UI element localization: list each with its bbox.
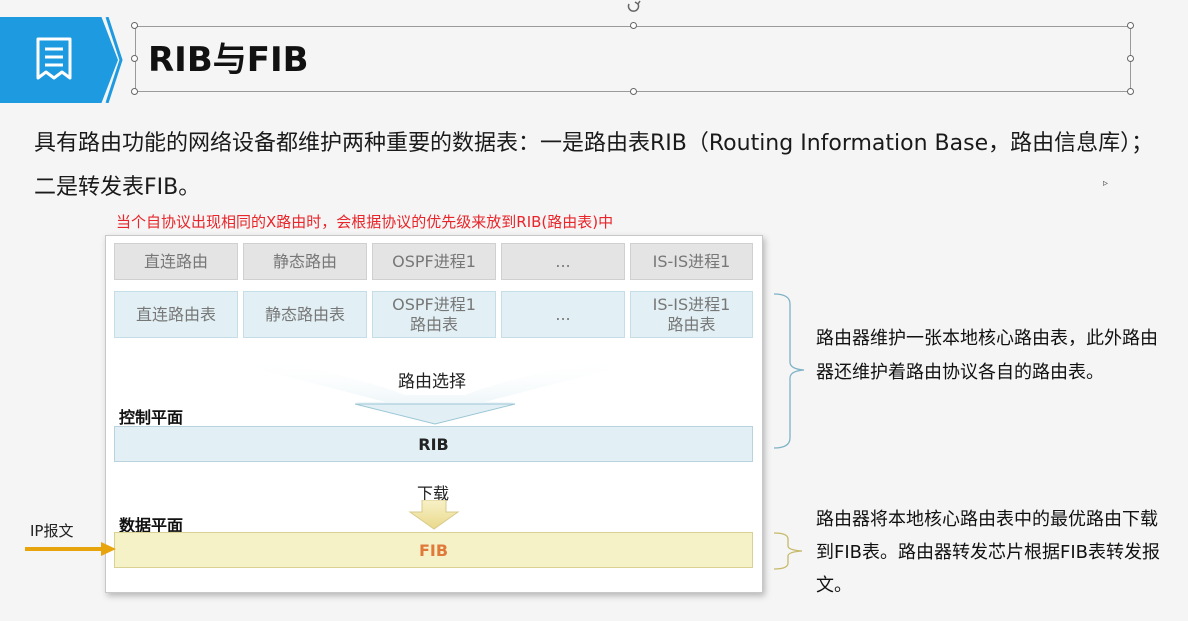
fib-table: FIB (114, 532, 753, 568)
arrow-right-icon (25, 542, 116, 556)
resize-handle[interactable] (1127, 22, 1134, 29)
route-select-label: 路由选择 (398, 372, 466, 392)
table-static: 静态路由表 (243, 291, 367, 338)
chevron-divider-icon (105, 17, 123, 103)
protocol-static: 静态路由 (243, 243, 367, 280)
resize-handle[interactable] (131, 88, 138, 95)
table-ospf: OSPF进程1 路由表 (372, 291, 496, 338)
page-title: RIB与FIB (148, 40, 309, 80)
resize-handle[interactable] (131, 55, 138, 62)
download-label: 下载 (417, 484, 450, 503)
control-plane-label: 控制平面 (119, 408, 184, 427)
mouse-cursor-icon: ▹ (1103, 178, 1109, 189)
resize-handle[interactable] (1127, 55, 1134, 62)
protocol-ospf: OSPF进程1 (372, 243, 496, 280)
route-select-arrow-icon (260, 358, 610, 425)
protocol-direct: 直连路由 (114, 243, 238, 280)
resize-handle[interactable] (1127, 88, 1134, 95)
document-icon (36, 37, 72, 80)
arrow-down-icon (408, 500, 460, 530)
priority-note: 当个自协议出现相同的X路由时，会根据协议的优先级来放到RIB(路由表)中 (116, 213, 614, 231)
resize-handle[interactable] (630, 22, 637, 29)
header-accent-band (0, 17, 118, 103)
bracket-icon (773, 532, 803, 570)
rotate-handle-icon[interactable] (626, 0, 642, 14)
resize-handle[interactable] (131, 22, 138, 29)
intro-paragraph: 具有路由功能的网络设备都维护两种重要的数据表：一是路由表RIB（Routing … (34, 131, 1154, 200)
protocol-isis: IS-IS进程1 (630, 243, 753, 280)
table-direct: 直连路由表 (114, 291, 238, 338)
data-plane-label: 数据平面 (119, 516, 184, 535)
table-ellipsis: ... (501, 291, 625, 338)
ip-packet-label: IP报文 (30, 522, 74, 540)
rib-table: RIB (114, 426, 753, 462)
fib-description: 路由器将本地核心路由表中的最优路由下载到FIB表。路由器转发芯片根据FIB表转发… (816, 509, 1161, 596)
rib-description: 路由器维护一张本地核心路由表，此外路由器还维护着路由协议各自的路由表。 (816, 328, 1158, 383)
resize-handle[interactable] (630, 88, 637, 95)
bracket-icon (773, 293, 805, 449)
table-isis: IS-IS进程1 路由表 (630, 291, 753, 338)
protocol-ellipsis: ... (501, 243, 625, 280)
